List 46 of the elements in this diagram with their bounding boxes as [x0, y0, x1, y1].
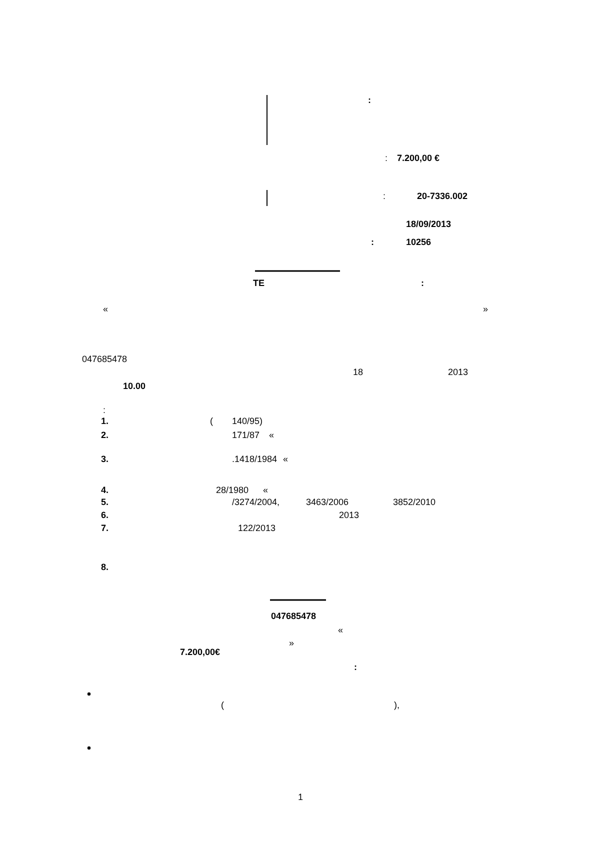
- document-text: :: [371, 237, 374, 248]
- document-text: 3.: [101, 454, 109, 465]
- document-text: »: [483, 304, 488, 315]
- document-text: TE: [253, 278, 265, 289]
- document-text: 140/95): [232, 416, 263, 427]
- document-text: 047685478: [82, 354, 128, 365]
- document-text: 047685478: [271, 611, 316, 622]
- document-text: :: [368, 95, 371, 106]
- document-text: 8.: [101, 562, 109, 573]
- document-text: «: [269, 430, 274, 441]
- document-text: 1: [298, 792, 304, 803]
- document-text: 18: [353, 367, 364, 378]
- document-text: 10256: [406, 237, 432, 248]
- document-text: :: [385, 153, 388, 164]
- document-text: :: [383, 191, 386, 202]
- document-text: (: [221, 700, 224, 711]
- document-text: 3852/2010: [393, 497, 436, 508]
- document-text: :: [421, 278, 424, 289]
- document-text: 2013: [448, 367, 468, 378]
- document-text: 7.200,00€: [180, 647, 220, 658]
- document-text: 2013: [339, 510, 360, 521]
- document-text: (: [210, 416, 213, 427]
- document-text: 20-7336.002: [417, 191, 468, 202]
- document-text: 7.: [101, 523, 109, 534]
- document-text: 18/09/2013: [406, 219, 452, 230]
- document-text: «: [263, 485, 268, 496]
- document-text: «: [103, 304, 108, 315]
- document-text: 7.200,00 €: [397, 153, 440, 164]
- document-text: 4.: [101, 485, 109, 496]
- document-text: :: [103, 405, 106, 416]
- document-text: 2.: [101, 430, 109, 441]
- document-text: 3463/2006: [306, 497, 349, 508]
- document-text: 122/2013: [238, 523, 276, 534]
- document-text: .1418/1984: [232, 454, 278, 465]
- document-text: 10.00: [123, 381, 146, 392]
- document-text: :: [354, 662, 357, 673]
- document-text: 5.: [101, 497, 109, 508]
- document-text: «: [283, 454, 288, 465]
- document-text: 1.: [101, 416, 109, 427]
- document-text: 28/1980: [216, 485, 249, 496]
- document-text: 6.: [101, 510, 109, 521]
- document-text: /3274/2004,: [232, 497, 280, 508]
- document-text: 171/87: [232, 430, 260, 441]
- document-text: «: [338, 625, 344, 636]
- document-text: »: [289, 638, 294, 649]
- document-text: ),: [394, 700, 400, 711]
